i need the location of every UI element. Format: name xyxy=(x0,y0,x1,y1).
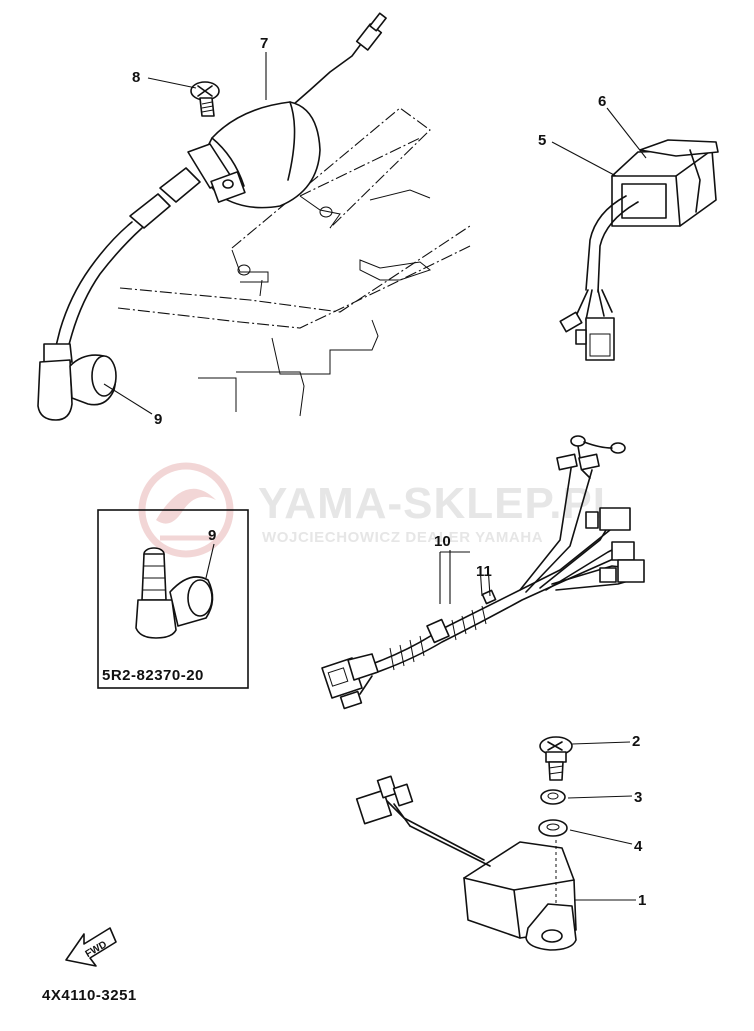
rectifier-part-5-6 xyxy=(559,139,719,361)
inset-part-number: 5R2-82370-20 xyxy=(102,667,204,684)
callout-11: 11 xyxy=(476,563,492,580)
inset-box: 5R2-82370-20 xyxy=(97,509,249,689)
fwd-arrow: FWD xyxy=(65,927,117,967)
wire-harness-part-10 xyxy=(321,435,645,710)
frame-outline xyxy=(117,107,471,417)
callout-labels: 7 8 6 5 9 9 10 11 2 3 4 1 xyxy=(132,35,646,909)
watermark-subtitle: WOJCIECHOWICZ DEALER YAMAHA xyxy=(262,529,543,546)
callout-10: 10 xyxy=(434,533,451,550)
callout-2: 2 xyxy=(632,733,640,750)
callout-3: 3 xyxy=(634,789,642,806)
callout-4: 4 xyxy=(634,838,643,855)
spark-plug-cap-alt xyxy=(135,547,214,639)
leader-lines xyxy=(103,52,647,901)
watermark-brand: YAMA-SKLEP.PL xyxy=(258,479,621,528)
screw-part-8 xyxy=(190,81,220,117)
callout-8: 8 xyxy=(132,69,140,86)
callout-1: 1 xyxy=(638,892,646,909)
cdi-unit-part-1 xyxy=(355,775,577,951)
bolt-part-2 xyxy=(539,736,573,781)
spring-washer-part-3 xyxy=(540,789,566,805)
callout-7: 7 xyxy=(260,35,268,52)
watermark: YAMA-SKLEP.PL WOJCIECHOWICZ DEALER YAMAH… xyxy=(138,462,621,558)
washer-part-4 xyxy=(538,819,568,837)
ignition-coil xyxy=(37,12,387,421)
callout-9: 9 xyxy=(154,411,162,428)
diagram-code: 4X4110-3251 xyxy=(42,987,137,1004)
callout-6: 6 xyxy=(598,93,606,110)
callout-5: 5 xyxy=(538,132,546,149)
callout-9-inset: 9 xyxy=(208,527,216,544)
